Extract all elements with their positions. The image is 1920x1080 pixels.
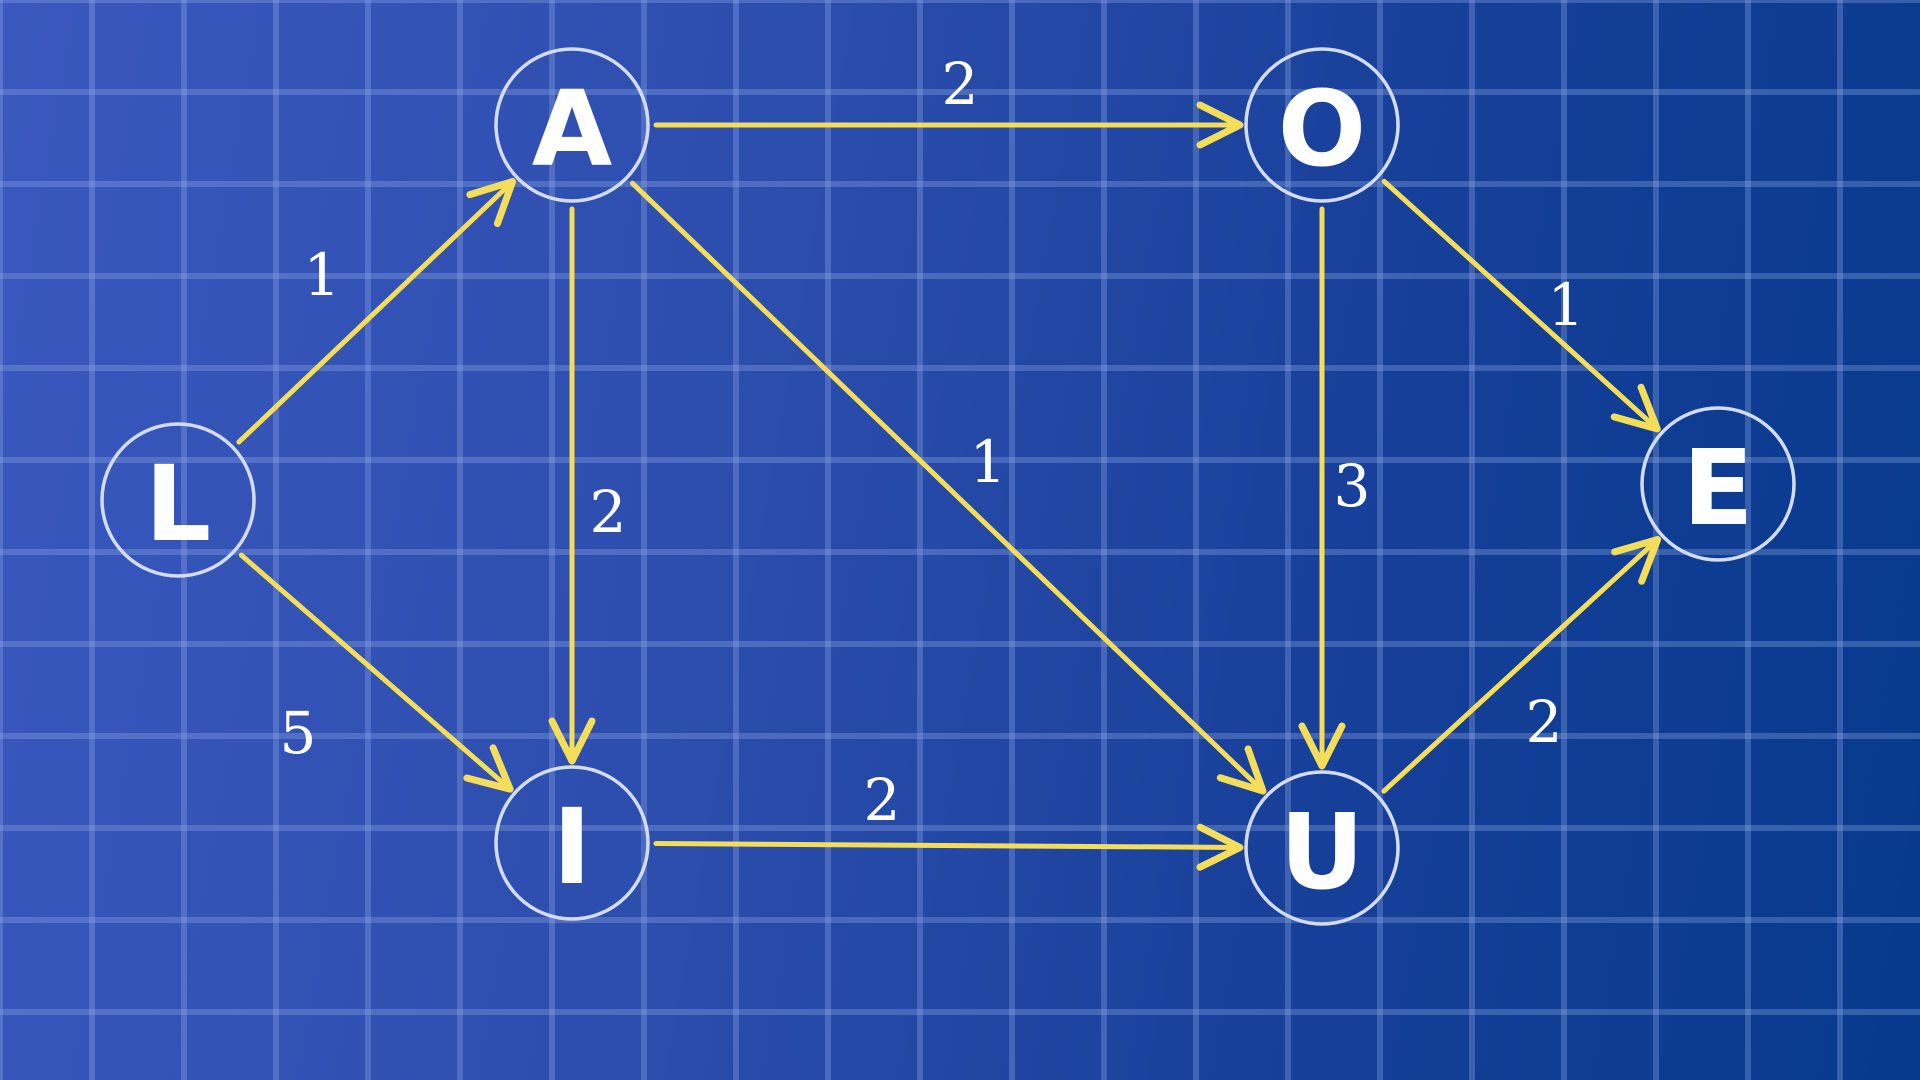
edge-weight-o-u: 3 <box>1334 452 1371 520</box>
edge-u-e <box>1381 535 1662 794</box>
node-label: A <box>532 68 613 190</box>
edge-weight-i-u: 2 <box>864 766 901 834</box>
node-circle <box>100 422 256 578</box>
node-label: U <box>1280 791 1364 913</box>
node-label: O <box>1278 68 1366 190</box>
edge-i-u <box>653 823 1244 871</box>
edge-layer <box>236 101 1662 871</box>
node-label: I <box>553 786 592 908</box>
node-label: L <box>145 443 211 565</box>
edge-l-a <box>236 178 517 445</box>
edge-weight-a-i: 2 <box>590 478 627 546</box>
edge-weight-l-i: 5 <box>280 699 317 767</box>
node-i: I <box>494 765 650 921</box>
node-e: E <box>1640 406 1796 562</box>
edge-weight-u-e: 2 <box>1526 688 1563 756</box>
node-o: O <box>1244 47 1400 203</box>
node-circle <box>494 47 650 203</box>
edge-weight-l-a: 1 <box>304 241 341 309</box>
node-l: L <box>100 422 256 578</box>
node-circle <box>1244 770 1400 926</box>
edge-weight-a-u: 1 <box>970 428 1007 496</box>
node-a: A <box>494 47 650 203</box>
edge-weight-o-e: 1 <box>1548 271 1585 339</box>
node-circle <box>494 765 650 921</box>
node-label: E <box>1682 427 1753 549</box>
node-circle <box>1244 47 1400 203</box>
edge-o-e <box>1381 178 1661 433</box>
node-u: U <box>1244 770 1400 926</box>
edge-weight-a-o: 2 <box>942 50 979 118</box>
weight-layer: 1 5 2 2 1 2 3 1 2 <box>280 50 1585 834</box>
edge-l-i <box>238 552 514 793</box>
edge-a-u <box>629 180 1267 795</box>
node-circle <box>1640 406 1796 562</box>
node-layer: L A I O U E <box>100 47 1796 926</box>
